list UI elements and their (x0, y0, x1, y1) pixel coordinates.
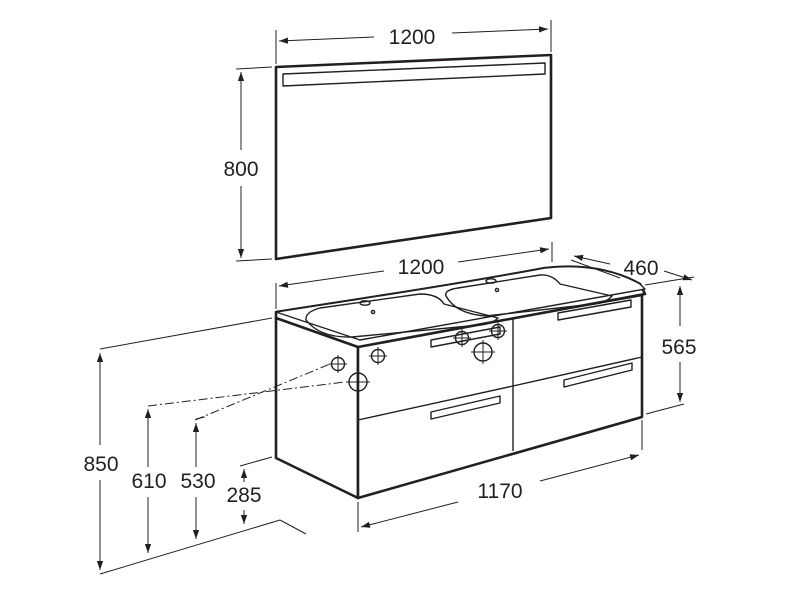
supply-height-label: 530 (180, 470, 215, 493)
mirror-height-dimension: 800 (223, 66, 273, 262)
mirror-height-label: 800 (223, 158, 258, 181)
mirror (274, 53, 553, 261)
cabinet-clearance-dimension: 285 (226, 456, 307, 535)
depth-label: 460 (623, 257, 658, 280)
total-height-dimension: 850 (83, 317, 281, 575)
drawer-handles (430, 299, 633, 420)
basin (274, 265, 647, 349)
supply-symbol-3 (453, 329, 471, 347)
plumbing-connections (329, 322, 507, 394)
cabinet-height-label: 565 (661, 336, 696, 359)
mirror-width-dimension: 1200 (275, 20, 552, 64)
handle-top-left (430, 326, 501, 348)
connection-centerlines (147, 363, 346, 421)
depth-dimension: 460 (570, 254, 695, 286)
supply-height-dimension: 530 (180, 423, 216, 539)
waste-height-dimension: 610 (131, 409, 167, 553)
handle-bottom-left (430, 395, 501, 420)
supply-symbol-1 (329, 355, 347, 373)
total-height-label: 850 (83, 453, 118, 476)
mirror-light-strip (282, 62, 546, 87)
handle-top-right (557, 299, 632, 321)
tap-hole-right (485, 278, 497, 284)
cabinet-width-dimension: 1170 (357, 420, 643, 532)
basin-width-label: 1200 (398, 256, 445, 279)
basin-width-dimension: 1200 (275, 242, 553, 309)
cabinet-height-dimension: 565 (645, 286, 697, 415)
supply-symbol-4 (489, 322, 507, 340)
supply-symbol-2 (369, 347, 387, 365)
tap-hole-left (359, 300, 371, 306)
waste-symbol-left (346, 370, 370, 394)
waste-height-label: 610 (131, 470, 166, 493)
waste-symbol-right (471, 340, 495, 364)
handle-bottom-right (563, 362, 633, 388)
cabinet-clearance-label: 285 (226, 484, 261, 507)
cabinet-width-label: 1170 (477, 480, 522, 503)
mirror-width-label: 1200 (389, 26, 436, 49)
